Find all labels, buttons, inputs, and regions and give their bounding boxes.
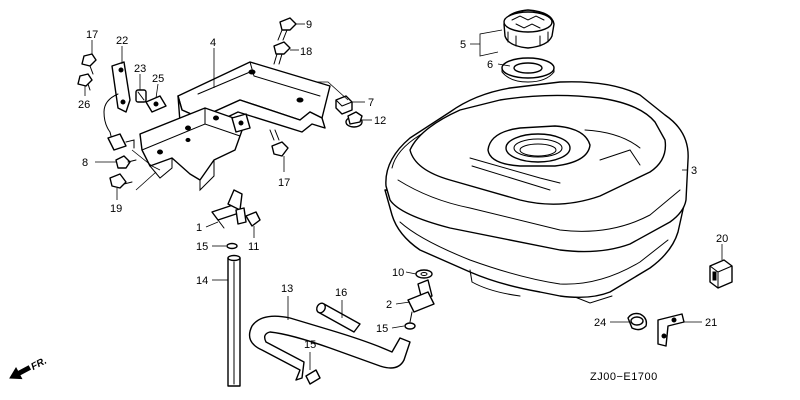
washer-10 — [415, 269, 433, 279]
callout-9: 9 — [306, 19, 312, 31]
callout-3: 3 — [691, 165, 697, 177]
fuel-valve — [211, 189, 247, 229]
callout-6: 6 — [487, 59, 493, 71]
clip-25 — [145, 95, 167, 113]
front-label: FR. — [29, 356, 48, 373]
tank-joint-2 — [407, 279, 435, 323]
callout-11: 11 — [248, 241, 259, 253]
callout-18: 18 — [300, 46, 312, 58]
collar-nut-7 — [335, 95, 353, 115]
bolt-26 — [77, 73, 93, 91]
clip-15-upper — [226, 242, 238, 250]
callout-14: 14 — [196, 275, 208, 287]
callout-12: 12 — [374, 115, 386, 127]
callout-13: 13 — [281, 283, 293, 295]
callout-2: 2 — [386, 299, 392, 311]
callout-labels: 17 22 4 9 18 5 6 23 25 26 7 12 8 3 17 19… — [78, 19, 728, 351]
bolt-18 — [273, 41, 291, 65]
grommet-23 — [135, 89, 147, 103]
bolt-9 — [277, 17, 297, 41]
callout-25: 25 — [152, 73, 164, 85]
flange-nut-12 — [345, 111, 363, 128]
callout-15-lower: 15 — [304, 339, 316, 351]
tank-mounting-bracket — [139, 61, 331, 192]
callout-17-bottom: 17 — [278, 177, 290, 189]
front-direction-indicator: FR. — [9, 356, 49, 380]
callout-4: 4 — [210, 37, 216, 49]
callout-8: 8 — [82, 157, 88, 169]
front-arrow-icon — [9, 365, 32, 380]
callout-21: 21 — [705, 317, 717, 329]
callout-7: 7 — [368, 97, 374, 109]
callout-24: 24 — [594, 317, 606, 329]
callout-26: 26 — [78, 99, 90, 111]
cap-seal-gasket — [501, 57, 555, 83]
callout-5: 5 — [460, 39, 466, 51]
callout-20: 20 — [716, 233, 728, 245]
clip-15-middle — [404, 322, 416, 330]
breather-hose-13 — [248, 315, 411, 381]
tube-16 — [316, 302, 361, 333]
leader-lines — [84, 23, 723, 370]
screw-11 — [245, 211, 261, 227]
bolt-17-bottom — [269, 129, 289, 157]
fuel-tube-14 — [227, 254, 241, 387]
callout-1: 1 — [196, 222, 202, 234]
callout-15-upper: 15 — [196, 241, 208, 253]
callout-17-top: 17 — [86, 29, 98, 41]
fuel-tank — [384, 81, 689, 304]
mount-rubber-20 — [709, 259, 733, 289]
hose-clamp-24 — [627, 312, 648, 331]
callout-10: 10 — [392, 267, 404, 279]
callout-15-middle: 15 — [376, 323, 388, 335]
bolt-8 — [115, 155, 137, 169]
callout-23: 23 — [134, 63, 146, 75]
bolt-19 — [109, 173, 133, 189]
callout-16: 16 — [335, 287, 347, 299]
callout-22: 22 — [116, 35, 128, 47]
fuel-cap — [503, 9, 555, 49]
callout-19: 19 — [110, 203, 122, 215]
drawing-code: ZJ00−E1700 — [590, 371, 658, 383]
clip-15-lower — [305, 369, 321, 385]
clamp-stay-21 — [657, 313, 685, 347]
bolt-17-top — [81, 53, 97, 75]
oil-alert-wire-harness — [103, 61, 135, 151]
